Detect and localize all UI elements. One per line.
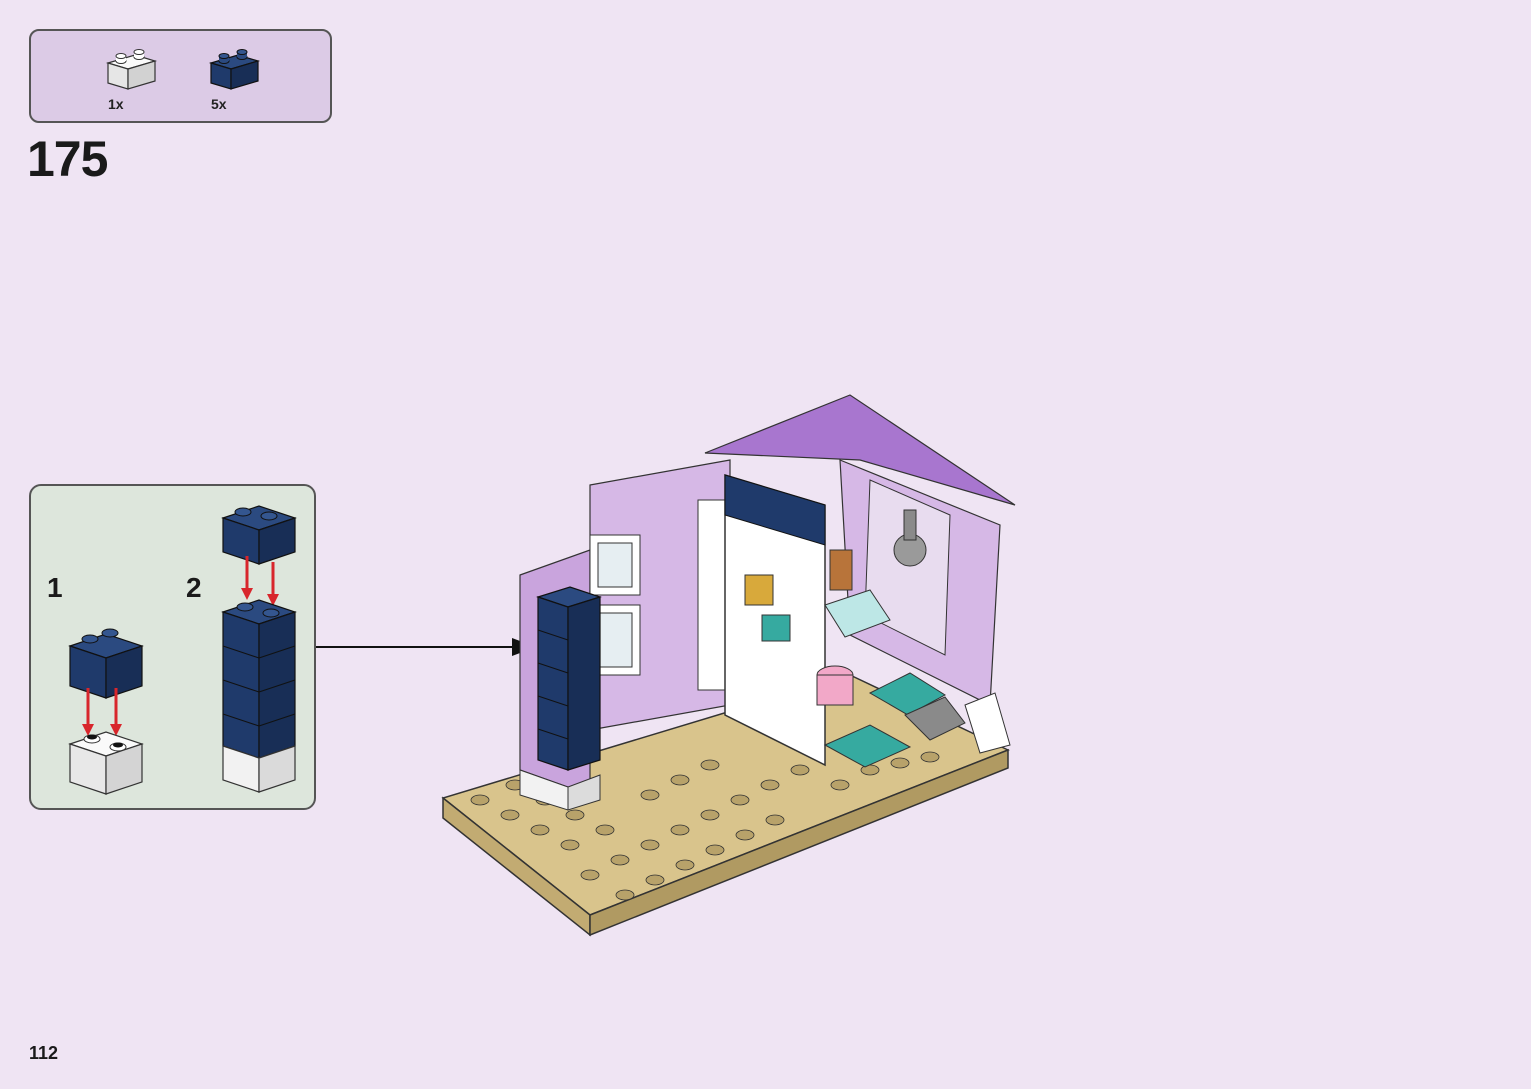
page-number: 112 [29,1043,59,1063]
sub-step-1-illustration [68,628,144,795]
sub-assembly-box: 1 2 [29,484,316,810]
model-illustration [441,394,1016,937]
white-brick-count: 1x [108,96,124,112]
step-number: 175 [27,131,108,187]
white-brick-1x2-icon [105,49,158,90]
dark-blue-brick-count: 5x [211,96,227,112]
sub-step-2-illustration [221,505,297,793]
parts-list-box: 1x 5x [29,29,332,123]
dark-blue-brick-1x2-icon [208,49,261,90]
sub-step-2-label: 2 [186,572,202,603]
sub-step-1-label: 1 [47,572,63,603]
